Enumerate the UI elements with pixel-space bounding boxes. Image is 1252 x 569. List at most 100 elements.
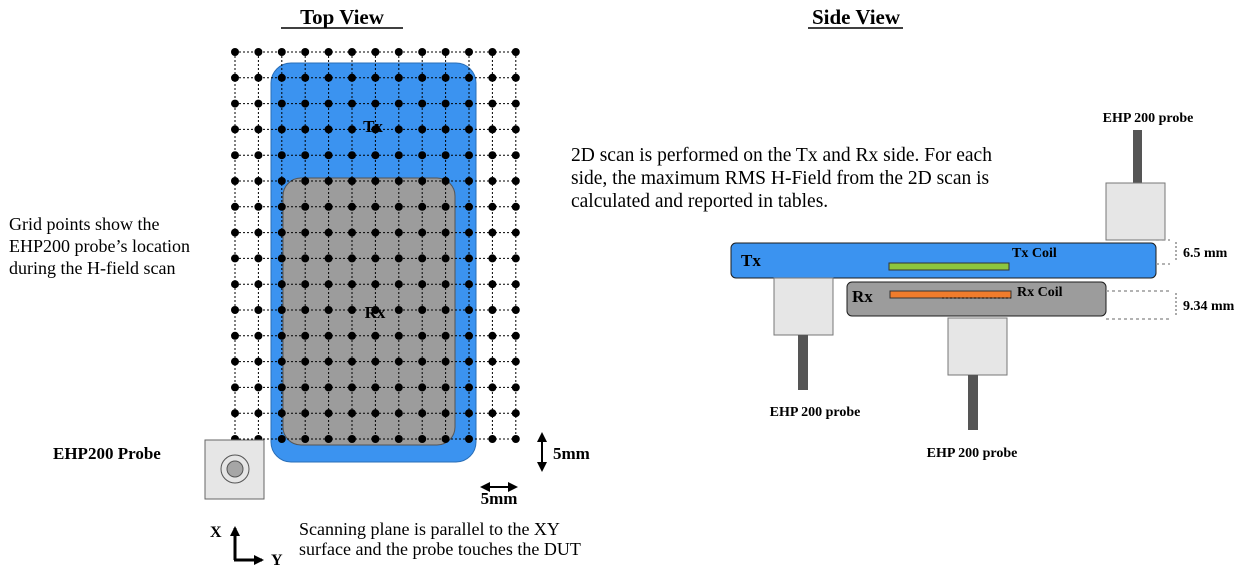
rx-coil-label: Rx Coil — [1017, 285, 1063, 300]
y-axis-label: Y — [271, 552, 283, 569]
grid-point — [394, 48, 403, 56]
side-description-line-1: 2D scan is performed on the Tx and Rx si… — [571, 145, 992, 166]
grid-point — [254, 409, 263, 418]
grid-point — [488, 177, 497, 185]
grid-point — [394, 202, 403, 211]
grid-point — [371, 177, 380, 185]
grid-point — [301, 48, 310, 56]
grid-point — [465, 254, 473, 263]
grid-point — [231, 331, 239, 340]
grid-point — [231, 177, 239, 185]
grid-point — [465, 383, 473, 392]
grid-point — [511, 151, 520, 160]
grid-point — [231, 73, 239, 82]
grid-point — [488, 202, 497, 211]
grid-point — [465, 357, 473, 366]
grid-point — [231, 125, 239, 134]
grid-point — [324, 435, 333, 443]
grid-point — [418, 306, 427, 314]
top-tx-label: Tx — [363, 117, 383, 136]
grid-point — [324, 331, 333, 340]
grid-point — [441, 254, 450, 263]
grid-point — [301, 435, 310, 443]
grid-point — [511, 306, 520, 314]
grid-point — [418, 151, 427, 160]
grid-point — [277, 73, 286, 82]
grid-point — [301, 383, 310, 392]
grid-point — [441, 280, 450, 289]
grid-point — [418, 99, 427, 108]
grid-point — [511, 435, 520, 443]
grid-point — [231, 409, 239, 418]
tx-coil-label: Tx Coil — [1012, 246, 1057, 261]
grid-point — [254, 331, 263, 340]
grid-point — [231, 280, 239, 289]
grid-point — [488, 435, 497, 443]
grid-point — [254, 357, 263, 366]
grid-point — [371, 409, 380, 418]
grid-point — [277, 409, 286, 418]
grid-point — [277, 306, 286, 314]
tx-coil — [888, 262, 1010, 271]
grid-point — [488, 357, 497, 366]
grid-point — [301, 151, 310, 160]
grid-point — [511, 177, 520, 185]
grid-point — [371, 254, 380, 263]
grid-point — [418, 409, 427, 418]
grid-point — [441, 151, 450, 160]
grid-point — [394, 125, 403, 134]
grid-point — [371, 280, 380, 289]
grid-point — [488, 254, 497, 263]
grid-point — [441, 331, 450, 340]
grid-point — [441, 357, 450, 366]
grid-point — [348, 151, 356, 160]
grid-note-line-3: during the H-field scan — [9, 258, 175, 278]
grid-point — [231, 357, 239, 366]
grid-point — [394, 99, 403, 108]
grid-point — [231, 228, 239, 237]
scan-note-line-2: surface and the probe touches the DUT — [299, 539, 581, 559]
grid-point — [348, 48, 356, 56]
grid-point — [371, 202, 380, 211]
grid-point — [277, 151, 286, 160]
probe-right-body — [947, 317, 1008, 376]
grid-point — [231, 202, 239, 211]
grid-point — [301, 280, 310, 289]
grid-point — [371, 99, 380, 108]
grid-point — [418, 435, 427, 443]
grid-point — [348, 254, 356, 263]
grid-point — [394, 383, 403, 392]
grid-point — [254, 254, 263, 263]
grid-point — [418, 228, 427, 237]
grid-point — [418, 383, 427, 392]
grid-point — [488, 383, 497, 392]
grid-point — [511, 125, 520, 134]
probe-top-body — [1105, 182, 1166, 241]
grid-point — [231, 383, 239, 392]
grid-point — [465, 280, 473, 289]
grid-point — [441, 73, 450, 82]
grid-point — [488, 73, 497, 82]
grid-point — [394, 73, 403, 82]
grid-point — [441, 177, 450, 185]
dim-horizontal-label: 5mm — [481, 489, 518, 508]
grid-point — [324, 99, 333, 108]
grid-point — [324, 409, 333, 418]
grid-point — [441, 409, 450, 418]
grid-point — [254, 125, 263, 134]
grid-point — [348, 280, 356, 289]
grid-point — [324, 228, 333, 237]
grid-point — [441, 435, 450, 443]
grid-point — [277, 383, 286, 392]
grid-point — [254, 99, 263, 108]
x-axis-label: X — [210, 524, 222, 541]
grid-point — [348, 357, 356, 366]
grid-point — [324, 48, 333, 56]
grid-point — [301, 357, 310, 366]
grid-point — [277, 228, 286, 237]
grid-point — [277, 99, 286, 108]
grid-point — [465, 99, 473, 108]
grid-point — [348, 99, 356, 108]
grid-point — [371, 306, 380, 314]
